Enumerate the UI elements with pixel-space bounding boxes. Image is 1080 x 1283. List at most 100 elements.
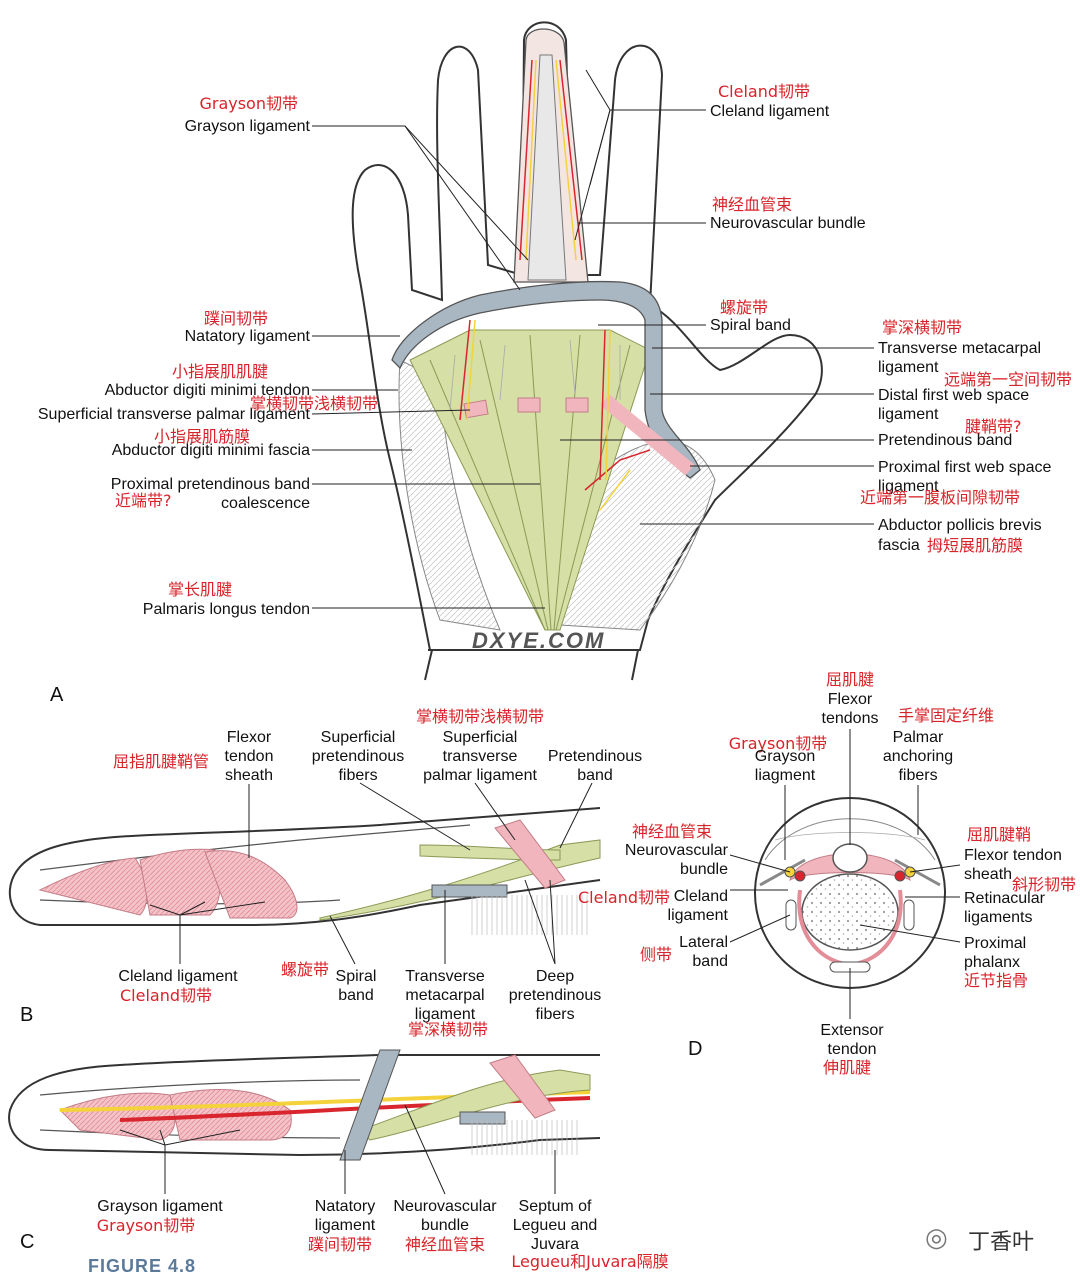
label-c-septum-2: Legueu and <box>512 1217 598 1234</box>
figure-caption: FIGURE 4.8 <box>88 1256 197 1276</box>
label-apb-cn: 拇短展肌筋膜 <box>927 536 1024 555</box>
label-proximal-pretendinous-1: Proximal pretendinous band <box>110 476 310 493</box>
label-d-anchoring-cn: 手掌固定纤维 <box>898 706 995 725</box>
label-proximal-web-1: Proximal first web space <box>878 459 1052 476</box>
label-b-stpl-cn: 掌横韧带浅横韧带 <box>415 707 545 726</box>
label-d-flexor-2: tendons <box>821 710 879 727</box>
label-b-sup-pre-1: Superficial <box>320 729 396 746</box>
label-d-sheath-2: sheath <box>964 866 1013 883</box>
label-b-tml-1: Transverse <box>405 968 485 985</box>
label-b-deep-3: fibers <box>535 1006 575 1023</box>
label-b-cleland-right-cn: Cleland韧带 <box>578 888 671 907</box>
label-d-extensor-cn: 伸肌腱 <box>822 1058 872 1077</box>
label-grayson: Grayson ligament <box>184 118 310 135</box>
label-d-anchoring-3: fibers <box>898 767 938 784</box>
label-d-sheath-cn: 屈肌腱鞘 <box>967 825 1032 844</box>
label-stpl: Superficial transverse palmar ligament <box>37 406 310 423</box>
label-c-nv-cn: 神经血管束 <box>404 1235 486 1254</box>
label-d-nv-1: Neurovascular <box>624 842 728 859</box>
label-b-stpl-1: Superficial <box>442 729 518 746</box>
label-proximal-pretendinous-cn: 近端带? <box>115 491 172 510</box>
label-d-cleland-1: Cleland <box>673 888 728 905</box>
label-palmaris-cn: 掌长肌腱 <box>167 580 232 599</box>
label-adm-tendon: Abductor digiti minimi tendon <box>104 382 310 399</box>
label-b-pretendinous-1: Pretendinous <box>547 748 643 765</box>
label-d-lateral-2: band <box>692 953 728 970</box>
label-c-nv-2: bundle <box>420 1217 470 1234</box>
label-b-tml-2: metacarpal <box>405 987 485 1004</box>
label-b-tml-cn: 掌深横韧带 <box>407 1020 489 1039</box>
label-tml-2: ligament <box>878 359 939 376</box>
label-adm-fascia-cn: 小指展肌筋膜 <box>153 427 250 446</box>
label-b-spiral-2: band <box>338 987 374 1004</box>
label-d-anchoring-2: anchoring <box>882 748 954 765</box>
label-apb-2: fascia <box>878 537 920 554</box>
label-cleland: Cleland ligament <box>710 103 830 120</box>
label-b-spiral-1: Spiral <box>335 968 377 985</box>
finger-lateral-view-c <box>8 1049 601 1161</box>
label-c-natatory-cn: 蹼间韧带 <box>307 1235 373 1254</box>
label-adm-tendon-cn: 小指展肌肌腱 <box>171 362 268 381</box>
label-pretendinous-cn: 腱鞘带? <box>965 417 1022 436</box>
label-pretendinous: Pretendinous band <box>878 432 1013 449</box>
label-b-flexor-3: sheath <box>224 767 274 784</box>
label-b-flexor-sheath-cn: 屈指肌腱鞘管 <box>113 752 210 771</box>
label-neurovascular-cn: 神经血管束 <box>712 195 793 214</box>
watermark-account: 丁香叶 <box>968 1229 1035 1254</box>
label-d-extensor-2: tendon <box>827 1041 877 1058</box>
label-cleland-cn: Cleland韧带 <box>718 82 811 101</box>
panel-letter-d: D <box>688 1038 703 1060</box>
label-proximal-web-cn: 近端第一腹板间隙韧带 <box>860 488 1021 507</box>
label-d-grayson-cn: Grayson韧带 <box>728 734 828 753</box>
label-b-deep-2: pretendinous <box>508 987 602 1004</box>
label-b-stpl-3: palmar ligament <box>423 767 537 784</box>
label-d-lateral-cn: 侧带 <box>640 945 673 964</box>
label-d-grayson-1: Grayson <box>754 748 816 765</box>
label-b-cleland: Cleland ligament <box>118 968 238 985</box>
label-d-phalanx-cn: 近节指骨 <box>964 971 1029 990</box>
label-distal-web-cn: 远端第一空间韧带 <box>944 370 1073 389</box>
label-d-grayson-2: liagment <box>754 767 816 784</box>
label-c-septum-cn: Legueu和Juvara隔膜 <box>511 1252 669 1271</box>
label-b-flexor-2: tendon <box>224 748 274 765</box>
hand-illustration <box>351 21 823 681</box>
label-b-pretendinous-2: band <box>577 767 613 784</box>
label-c-septum-1: Septum of <box>518 1198 592 1215</box>
label-tml-cn: 掌深横韧带 <box>882 318 963 337</box>
label-d-flexor-1: Flexor <box>827 691 873 708</box>
label-b-tml-3: ligament <box>414 1006 476 1023</box>
label-d-oblique-cn: 斜形韧带 <box>1012 875 1077 894</box>
label-c-septum-3: Juvara <box>530 1236 580 1253</box>
panel-letter-a: A <box>50 684 64 706</box>
label-d-extensor-1: Extensor <box>820 1022 884 1039</box>
label-spiral-cn: 螺旋带 <box>720 298 769 317</box>
label-d-flexor-cn: 屈肌腱 <box>825 670 875 689</box>
label-proximal-web-2: ligament <box>878 478 939 495</box>
label-d-retinacular-1: Retinacular <box>964 890 1045 907</box>
label-stpl-cn: 掌横韧带浅横韧带 <box>250 394 379 413</box>
label-d-phalanx-1: Proximal <box>964 935 1027 952</box>
label-d-cleland-2: ligament <box>667 907 728 924</box>
label-neurovascular: Neurovascular bundle <box>710 215 866 232</box>
label-c-nv-1: Neurovascular <box>393 1198 497 1215</box>
label-b-cleland-cn: Cleland韧带 <box>119 986 213 1005</box>
label-b-sup-pre-2: pretendinous <box>311 748 405 765</box>
label-distal-web-1: Distal first web space <box>878 387 1030 404</box>
label-natatory: Natatory ligament <box>184 328 310 345</box>
label-b-sup-pre-3: fibers <box>338 767 378 784</box>
label-c-grayson: Grayson ligament <box>97 1198 223 1215</box>
panel-letter-c: C <box>20 1231 35 1253</box>
label-adm-fascia: Abductor digiti minimi fascia <box>111 442 310 459</box>
label-grayson-cn: Grayson韧带 <box>199 94 298 113</box>
leader-lines <box>119 69 961 1195</box>
label-d-lateral-1: Lateral <box>679 934 728 951</box>
label-apb-1: Abductor pollicis brevis <box>878 517 1042 534</box>
label-c-natatory-2: ligament <box>314 1217 376 1234</box>
finger-lateral-view-b <box>8 807 601 935</box>
label-b-stpl-2: transverse <box>442 748 518 765</box>
label-d-nv-2: bundle <box>679 861 728 878</box>
label-spiral: Spiral band <box>710 317 791 334</box>
label-c-natatory-1: Natatory <box>314 1198 376 1215</box>
wechat-icon: ◎ <box>925 1222 948 1252</box>
